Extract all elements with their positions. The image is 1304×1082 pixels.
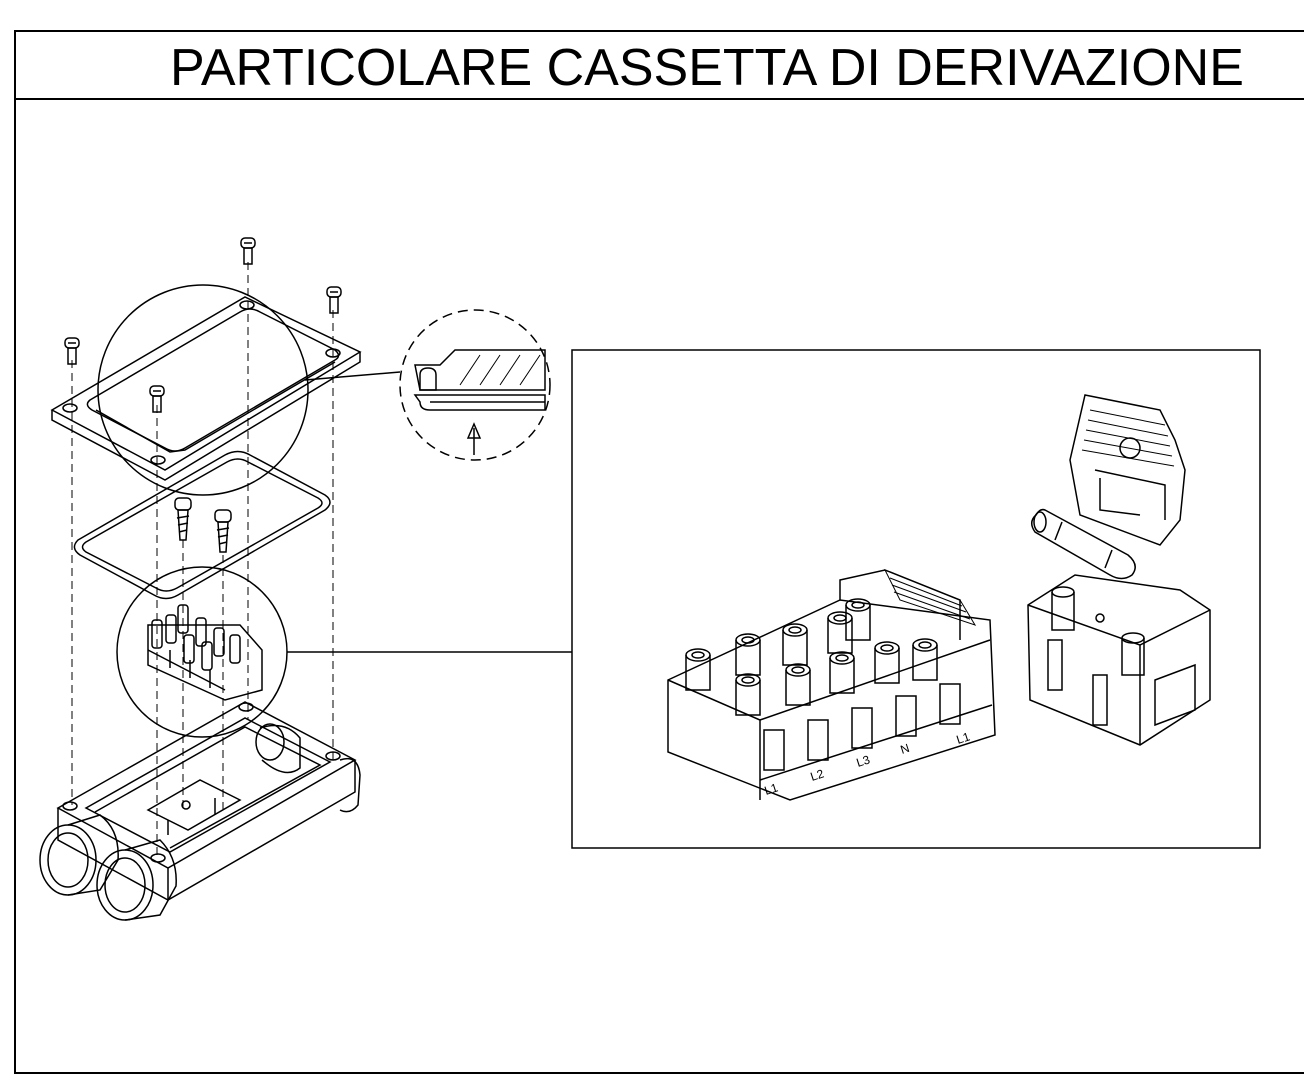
terminal-label: L1: [955, 729, 972, 747]
title-block: [14, 30, 1304, 100]
box-lid: [50, 296, 362, 481]
lid-detail-circle: [97, 284, 309, 496]
terminal-label: L3: [855, 752, 872, 770]
lid-section-detail: [399, 309, 551, 461]
assembly-guide-lines: [71, 262, 334, 860]
terminal-label: L2: [809, 766, 826, 784]
terminal-screws: [174, 497, 232, 553]
junction-box-base: [39, 701, 361, 921]
terminal-label: N: [899, 741, 912, 757]
screw: [149, 385, 165, 413]
terminal-label: L1: [763, 780, 780, 798]
screw: [174, 497, 192, 541]
screw: [326, 286, 342, 314]
cable-gland: [39, 814, 119, 896]
lid-screws: [64, 237, 342, 413]
leader-line: [304, 371, 401, 381]
gasket: [73, 450, 331, 600]
terminal-strip: [667, 569, 996, 801]
terminal-detail-frame: [571, 349, 1261, 849]
terminal-detail-circle: [116, 566, 288, 738]
fuse: [1031, 508, 1136, 580]
cable-gland: [96, 839, 177, 921]
fuse-holder-base: [1027, 574, 1211, 746]
terminal-slots: [763, 683, 961, 771]
screw: [240, 237, 256, 265]
drawing-title: PARTICOLARE CASSETTA DI DERIVAZIONE: [170, 39, 1244, 97]
screw: [64, 337, 80, 365]
fuse-holder-cap: [1069, 394, 1186, 546]
terminal-sockets: [685, 598, 938, 716]
drawing-frame: [14, 100, 1304, 1074]
screw: [214, 509, 232, 553]
